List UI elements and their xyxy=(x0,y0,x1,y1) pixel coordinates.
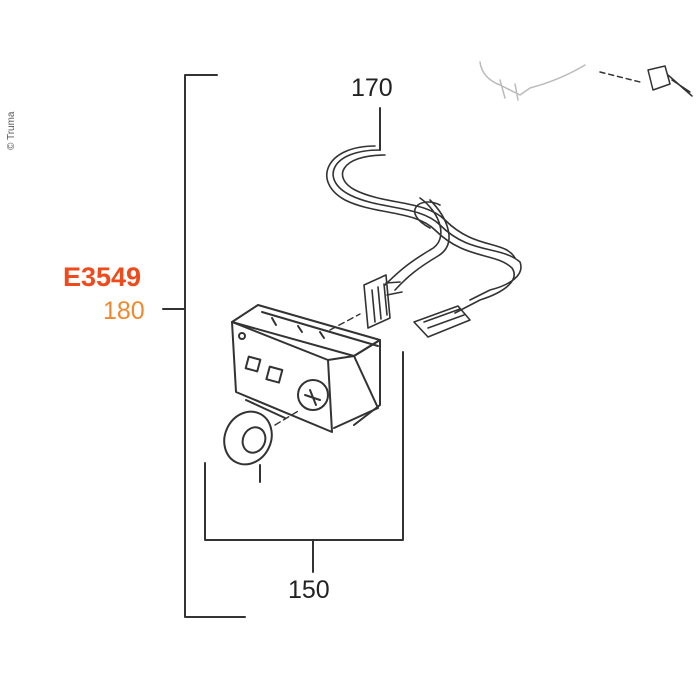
part-number-180: 180 xyxy=(103,297,145,325)
screw-icon xyxy=(599,65,693,97)
part-code: E3549 xyxy=(63,262,142,292)
control-knob xyxy=(223,410,273,483)
connector-plug-2 xyxy=(413,305,471,338)
appliance-fragment xyxy=(479,61,586,101)
part-number-170: 170 xyxy=(351,74,393,102)
panel-bracket xyxy=(204,351,404,541)
assembly-bracket xyxy=(184,74,246,618)
control-panel xyxy=(231,304,381,433)
knob-dash-line xyxy=(274,409,301,426)
part-number-150: 150 xyxy=(288,576,330,604)
cable-harness xyxy=(326,145,522,314)
connector-plug-1 xyxy=(363,274,403,329)
copyright-text: © Truma xyxy=(6,111,17,151)
